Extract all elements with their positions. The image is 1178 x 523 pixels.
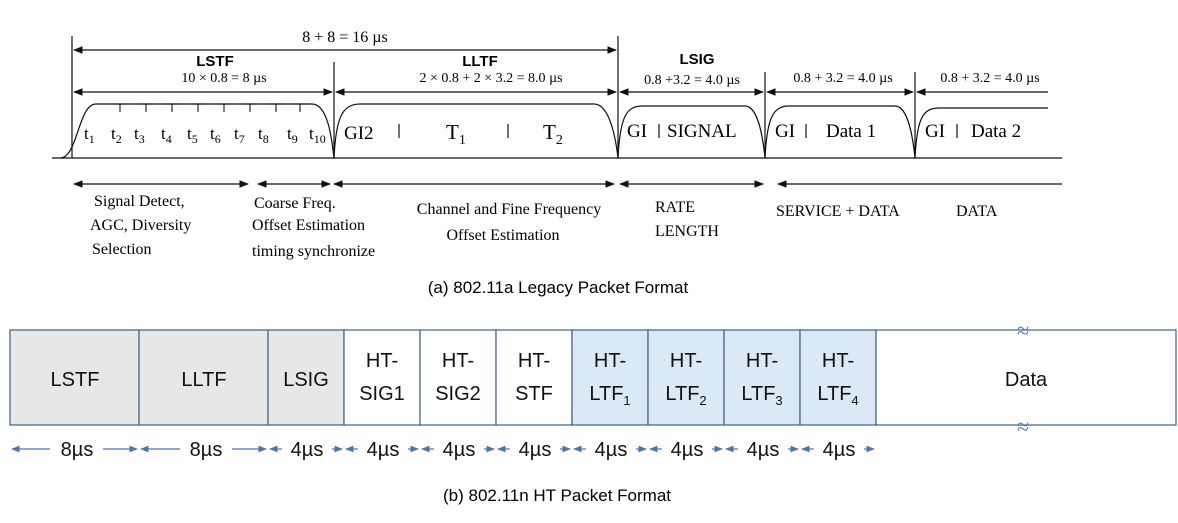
ht-ltf4-field	[799, 329, 877, 426]
ht-sig1-field	[343, 329, 421, 426]
data2-duration-label: 0.8 + 3.2 = 4.0 µs	[940, 71, 1039, 86]
func2-line1: Coarse Freq.	[254, 195, 336, 212]
ht-ltf4-label-line1: HT-	[822, 350, 854, 372]
func6-label: DATA	[956, 203, 998, 220]
ht-sig2-duration: 4µs	[443, 439, 476, 461]
short-symbol-t1: t1	[84, 124, 95, 146]
data1-duration-label: 0.8 + 3.2 = 4.0 µs	[793, 71, 892, 86]
ht-ltf2-duration: 4µs	[671, 439, 704, 461]
function-labels: Signal Detect, AGC, Diversity Selection …	[90, 193, 998, 260]
ht-ltf2-field	[647, 329, 725, 426]
ht-sig2-label-line2: SIG2	[435, 383, 481, 405]
ht-ltf4-label-line2: LTF4	[817, 383, 858, 408]
ht-stf-field	[495, 329, 573, 426]
data1-label: Data 1	[826, 121, 876, 142]
ht-ltf3-label-line2: LTF3	[741, 383, 782, 408]
lsig-waveform	[617, 105, 766, 159]
ht-stf-duration: 4µs	[519, 439, 552, 461]
lstf-title: LSTF	[196, 53, 234, 70]
ht-ltf3-label-line1: HT-	[746, 350, 778, 372]
ht-ltf2-label-line1: HT-	[670, 350, 702, 372]
data1-waveform	[764, 105, 916, 159]
func1-line1: Signal Detect,	[94, 193, 185, 210]
gi2-label: GI2	[344, 123, 374, 144]
ht-packet-section: LSTF LLTF LSIG HT- SIG1 HT- SIG2 HT- STF…	[9, 318, 1177, 505]
total-duration-label: 8 + 8 = 16 µs	[302, 29, 388, 46]
ht-ltf3-duration: 4µs	[747, 439, 780, 461]
lsig-gi-label: GI	[627, 121, 647, 142]
func5-label: SERVICE + DATA	[776, 203, 900, 220]
lltf-waveform	[333, 103, 619, 159]
data2-gi-label: GI	[925, 121, 945, 142]
ht-stf-label-line2: STF	[515, 383, 553, 405]
legacy-packet-section: 8 + 8 = 16 µs LSTF LLTF LSIG 10 × 0.8 = …	[52, 29, 1062, 297]
ht-sig1-label-line1: HT-	[366, 350, 398, 372]
data2-label: Data 2	[971, 121, 1021, 142]
ht-break-mark-bottom: ≈	[1017, 414, 1029, 439]
func3-line1: Channel and Fine Frequency	[417, 201, 601, 218]
ht-lstf-field	[9, 329, 140, 426]
ht-lsig-label: LSIG	[283, 369, 329, 391]
ht-stf-label-line1: HT-	[518, 350, 550, 372]
short-symbol-t3: t3	[134, 124, 145, 146]
func3-line2: Offset Estimation	[446, 227, 559, 244]
short-symbol-labels: t1 t2 t3 t4 t5 t6 t7 t8 t9 t10	[84, 124, 326, 146]
func1-line2: AGC, Diversity	[90, 217, 191, 234]
ht-caption: (b) 802.11n HT Packet Format	[443, 486, 671, 505]
ht-lstf-label: LSTF	[51, 369, 100, 391]
ht-field-labels: LSTF LLTF LSIG HT- SIG1 HT- SIG2 HT- STF…	[51, 350, 1048, 408]
func2-line3: timing synchronize	[252, 243, 375, 260]
ht-sig1-duration: 4µs	[367, 439, 400, 461]
func4-line1: RATE	[655, 199, 695, 216]
func4-line2: LENGTH	[655, 223, 719, 240]
lsig-duration-label: 0.8 +3.2 = 4.0 µs	[644, 73, 740, 88]
ht-lltf-duration: 8µs	[190, 439, 223, 461]
ht-ltf1-label-line1: HT-	[594, 350, 626, 372]
ht-sig1-label-line2: SIG1	[359, 383, 405, 405]
ht-sig2-field	[419, 329, 497, 426]
ht-break-mark-top: ≈	[1017, 318, 1029, 343]
short-symbol-t4: t4	[161, 124, 172, 146]
ht-lstf-duration: 8µs	[61, 439, 94, 461]
ht-ltf1-field	[571, 329, 649, 426]
func2-line2: Offset Estimation	[252, 217, 365, 234]
short-symbol-t2: t2	[111, 124, 122, 146]
ht-ltf1-duration: 4µs	[595, 439, 628, 461]
ht-lltf-field	[138, 329, 269, 426]
ht-lsig-duration: 4µs	[291, 439, 324, 461]
short-symbol-markers	[114, 103, 306, 112]
func1-line3: Selection	[92, 241, 152, 258]
lltf-duration-label: 2 × 0.8 + 2 × 3.2 = 8.0 µs	[419, 71, 562, 86]
ht-sig2-label-line1: HT-	[442, 350, 474, 372]
legacy-caption: (a) 802.11a Legacy Packet Format	[428, 278, 689, 297]
t2-symbol-label: T2	[543, 120, 563, 148]
short-symbol-t9: t9	[287, 124, 298, 146]
lsig-title: LSIG	[679, 51, 714, 68]
short-symbol-t10: t10	[309, 124, 326, 146]
lstf-duration-label: 10 × 0.8 = 8 µs	[181, 71, 266, 86]
short-symbol-t7: t7	[234, 124, 245, 146]
ht-lltf-label: LLTF	[181, 369, 226, 391]
ht-ltf3-field	[723, 329, 801, 426]
ht-ltf4-duration: 4µs	[823, 439, 856, 461]
ht-data-label: Data	[1005, 369, 1048, 391]
lstf-waveform	[59, 103, 335, 159]
ht-ltf2-label-line2: LTF2	[665, 383, 706, 408]
lltf-title: LLTF	[462, 53, 498, 70]
data2-waveform	[914, 107, 1048, 159]
ht-duration-labels: 8µs 8µs 4µs 4µs 4µs 4µs 4µs 4µs 4µs 4µs	[61, 439, 856, 461]
ht-lsig-field	[267, 329, 345, 426]
short-symbol-t5: t5	[187, 124, 198, 146]
short-symbol-t6: t6	[210, 124, 221, 146]
short-symbol-t8: t8	[258, 124, 269, 146]
ht-data-field	[875, 329, 1177, 426]
t1-symbol-label: T1	[446, 120, 466, 148]
data1-gi-label: GI	[775, 121, 795, 142]
ht-ltf1-label-line2: LTF1	[589, 383, 630, 408]
signal-label: SIGNAL	[667, 121, 737, 142]
